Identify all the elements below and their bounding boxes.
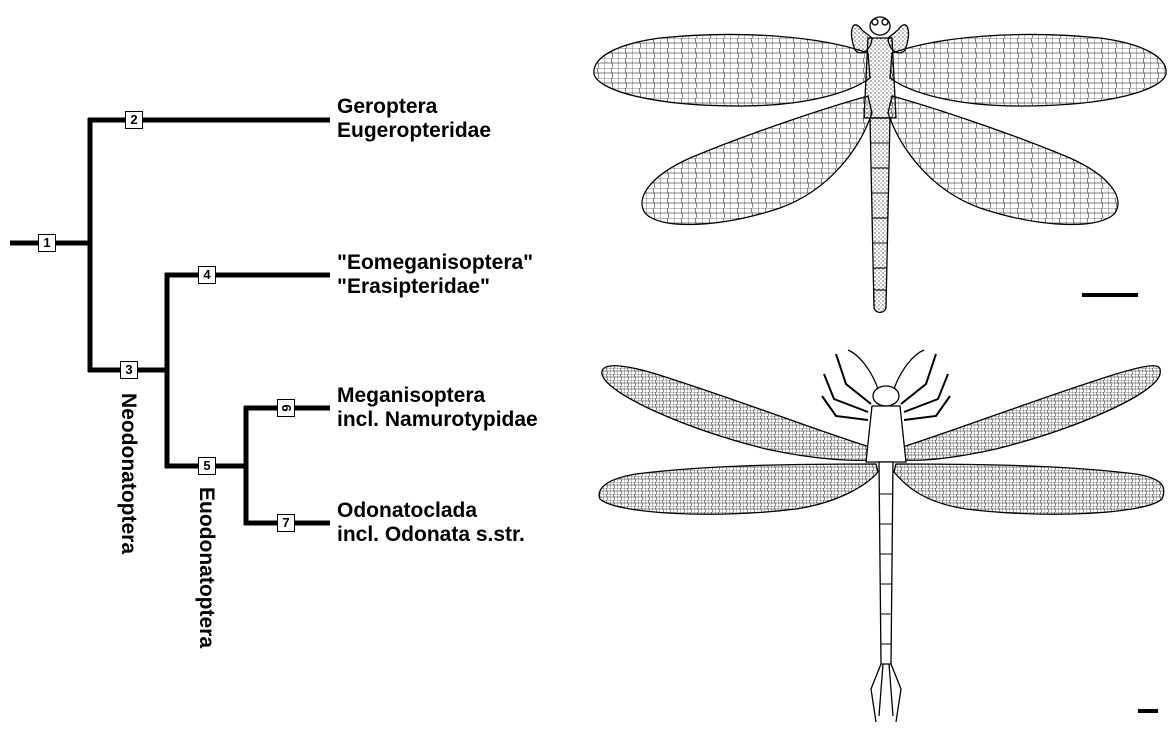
taxon-name: Geroptera [337, 95, 491, 119]
upper-dragonfly-drawing [590, 8, 1170, 318]
taxon-subname: Eugeropteridae [337, 119, 491, 143]
node-2-box: 2 [125, 111, 143, 129]
node-6-box: 6 [277, 399, 295, 417]
taxon-odonatoclada: Odonatoclada incl. Odonata s.str. [337, 499, 525, 547]
taxon-subname: incl. Odonata s.str. [337, 523, 525, 547]
taxon-name: "Eomeganisoptera" [337, 251, 533, 275]
taxon-subname: incl. Namurotypidae [337, 408, 538, 432]
node-4-box: 4 [198, 266, 216, 284]
upper-scale-bar [1082, 293, 1138, 297]
taxon-eomeganisoptera: "Eomeganisoptera" "Erasipteridae" [337, 251, 533, 299]
taxon-subname: "Erasipteridae" [337, 275, 533, 299]
taxon-name: Odonatoclada [337, 499, 525, 523]
node-7-box: 7 [277, 514, 295, 532]
lower-dragonfly-drawing [596, 344, 1166, 729]
node-1-box: 1 [38, 234, 56, 252]
clade-euodonatoptera-label: Euodonatoptera [194, 487, 218, 648]
taxon-meganisoptera: Meganisoptera incl. Namurotypidae [337, 384, 538, 432]
clade-neodonatoptera-label: Neodonatoptera [116, 393, 140, 554]
lower-scale-bar [1138, 709, 1158, 713]
node-5-box: 5 [198, 457, 216, 475]
taxon-geroptera: Geroptera Eugeropteridae [337, 95, 491, 143]
taxon-name: Meganisoptera [337, 384, 538, 408]
node-3-box: 3 [120, 361, 138, 379]
